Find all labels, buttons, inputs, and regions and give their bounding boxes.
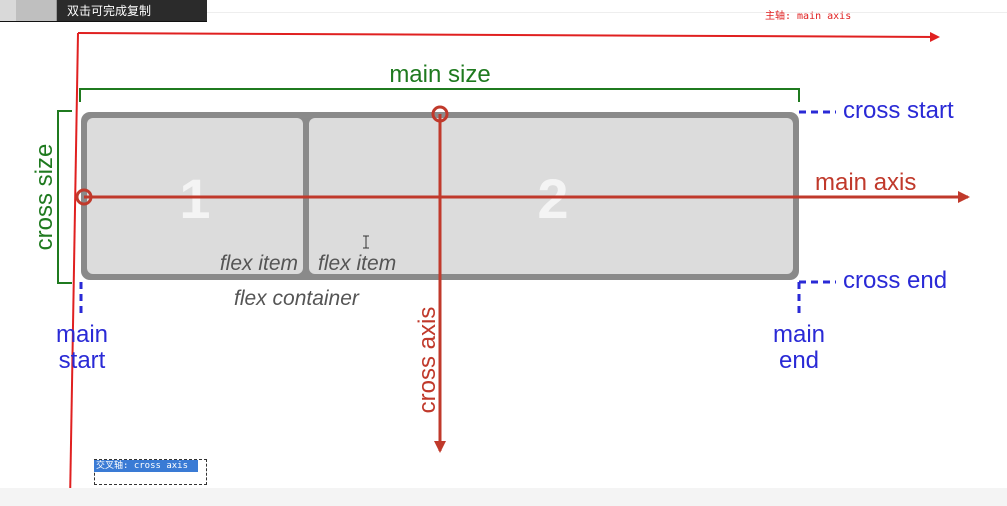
bottom-band xyxy=(0,488,1007,506)
main-size-label: main size xyxy=(389,61,490,88)
main-size-bracket xyxy=(79,88,800,102)
cross-size-label: cross size xyxy=(31,144,58,251)
flex-container-label: flex container xyxy=(234,287,360,310)
flex-item-1-label: flex item xyxy=(220,252,298,275)
cross-end-label: cross end xyxy=(843,267,947,294)
copy-bar-tab[interactable] xyxy=(0,0,57,21)
copy-hint-bar[interactable]: 双击可完成复制 xyxy=(0,0,207,22)
copy-bar-tab-inner xyxy=(16,0,56,21)
main-start-label-line2: start xyxy=(59,347,106,374)
cross-axis-origin xyxy=(431,105,449,123)
cross-axis-note-box[interactable] xyxy=(94,459,207,485)
cross-axis-label: cross axis xyxy=(414,307,441,414)
main-start-label-line1: main xyxy=(56,321,108,348)
main-end-label-line1: main xyxy=(773,321,825,348)
cross-start-label: cross start xyxy=(843,97,954,124)
main-axis-label: main axis xyxy=(815,169,916,196)
outer-cross-axis-arrow xyxy=(65,32,79,504)
cross-size-bracket xyxy=(57,110,72,284)
outer-main-axis-arrow xyxy=(77,31,940,42)
text-cursor-icon xyxy=(363,235,369,249)
main-axis-note: 主轴: main axis xyxy=(765,11,852,22)
cross-axis-note[interactable]: 交叉轴: cross axis xyxy=(94,460,199,472)
flex-item-2-label: flex item xyxy=(318,252,396,275)
top-divider xyxy=(207,12,1007,13)
main-end-label-line2: end xyxy=(779,347,819,374)
copy-hint-label: 双击可完成复制 xyxy=(67,4,152,18)
main-axis-origin xyxy=(75,188,93,206)
